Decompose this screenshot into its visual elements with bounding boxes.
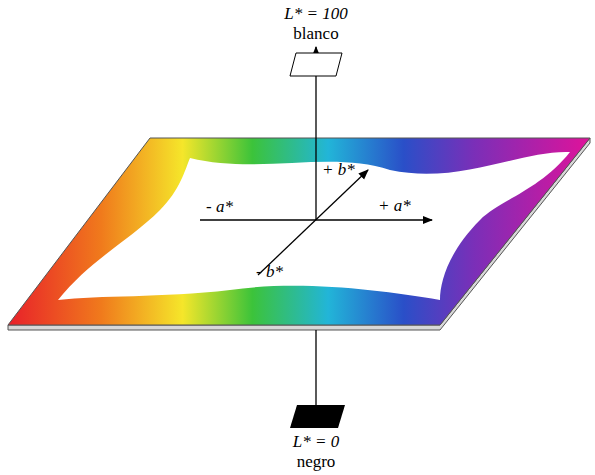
white-region <box>58 152 570 300</box>
black-label: negro <box>297 452 336 472</box>
l-max-label: L* = 100 <box>284 4 347 24</box>
white-swatch <box>290 53 342 76</box>
b-minus-label: - b* <box>256 262 283 282</box>
l-axis-lower <box>315 330 316 405</box>
white-label: blanco <box>293 24 338 44</box>
plane-edge <box>8 138 590 330</box>
a-plus-label: + a* <box>378 196 411 216</box>
l-min-label: L* = 0 <box>293 432 339 452</box>
a-minus-label: - a* <box>206 197 233 217</box>
black-swatch <box>290 405 345 428</box>
b-plus-label: + b* <box>322 160 355 180</box>
b-axis <box>258 170 368 275</box>
color-plane <box>8 138 590 325</box>
